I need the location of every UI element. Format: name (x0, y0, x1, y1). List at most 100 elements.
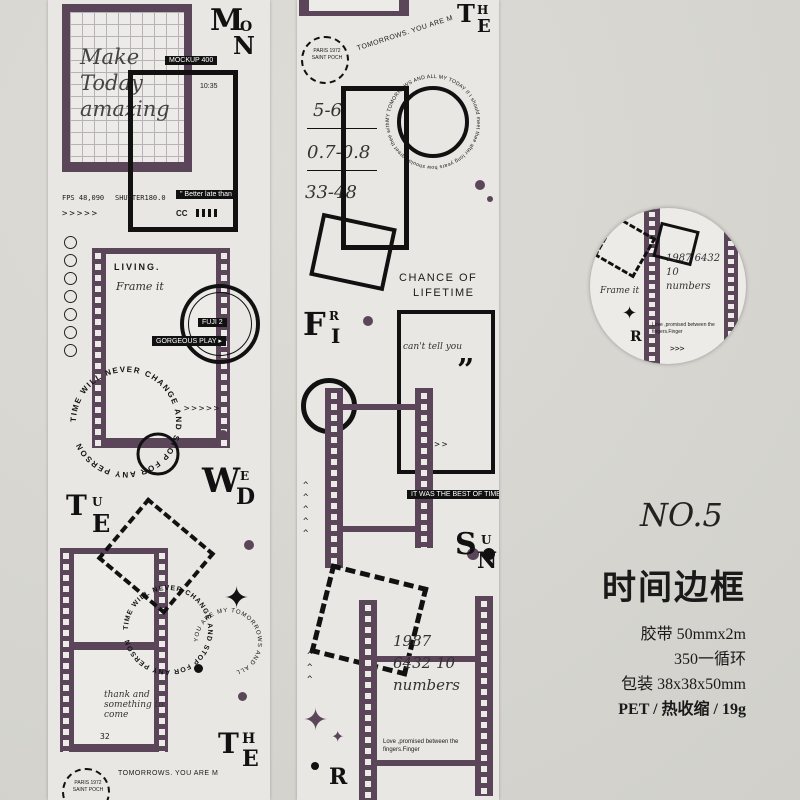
sparkle-icon: ✦ (224, 582, 250, 615)
letter-i-fri: I (331, 324, 341, 348)
fps-label: FPS 48,090 (62, 194, 105, 202)
chevron-arrows-2: ^^^ (307, 651, 313, 685)
svg-text:TIME WILL NEVER CHANGE AND STO: TIME WILL NEVER CHANGE AND STOP FOR ANY … (69, 365, 183, 479)
shutter-label: SHUTTER180.0 (115, 194, 166, 202)
circle-text-a: TIME WILL NEVER CHANGE AND STOP FOR ANY … (69, 365, 182, 479)
barcode-mark (196, 209, 218, 217)
dot-purple-7 (467, 548, 479, 560)
roll-love-text: Love ,promised between the fingers.Finge… (652, 322, 715, 335)
tomorrows-text-bottom: TOMORROWS. YOU ARE M (118, 770, 219, 777)
dot-purple-1 (218, 430, 228, 440)
black-rect-frame (128, 70, 238, 232)
dot-purple-6 (363, 316, 373, 326)
svg-text:YOU ARE MY TOMORROWS AND ALL: YOU ARE MY TOMORROWS AND ALL (194, 608, 262, 675)
dot-purple-2 (244, 540, 254, 550)
film-strip-vertical-1 (325, 388, 343, 568)
circular-text-stamp-b: TIME WILL NEVER CHANGE AND STOP FOR ANY … (123, 585, 212, 675)
letter-u-sun: U (481, 533, 492, 547)
purple-bar-horiz-2 (341, 526, 417, 532)
frame-number: 32 (100, 732, 110, 741)
letter-n-sun: N (477, 548, 498, 574)
letter-n: N (233, 31, 255, 60)
dot-purple-5 (487, 196, 493, 202)
letter-t-the: T (218, 727, 239, 760)
sparkle-icon-2: ✦ (303, 704, 329, 737)
paris-stamp-top: PARIS 1972 SAINT POCH (301, 36, 349, 84)
roll-arrows: >>> (670, 344, 685, 353)
arrows-label-3: >>> (427, 440, 450, 450)
dot-black-1 (194, 664, 203, 673)
paris-stamp-bottom: PARIS 1972 SAINT POCH (62, 768, 110, 800)
sparkle-icon-3: ✦ (331, 729, 345, 746)
roll-hand-text: Frame it (600, 286, 640, 296)
product-spec-3: 包装 38x38x50mm (621, 676, 746, 693)
double-ring-circle (180, 284, 260, 364)
product-title: 时间边框 (602, 570, 746, 607)
film-strip-frame-lower (60, 548, 168, 752)
letter-o: O (240, 19, 253, 35)
roll-film-strip-2 (724, 228, 738, 348)
fuji-tag: FUJI 2 (198, 318, 227, 327)
hand-text-you: can't tell you (403, 342, 463, 352)
letter-e-the2: E (477, 16, 491, 37)
hand-text-lower: thank and something to come (104, 690, 164, 720)
love-text: Love ,promised between the fingers.Finge… (383, 739, 459, 753)
letter-r-bottom: R (329, 764, 348, 790)
roll-hand-numbers: 1987 6432 10 numbers (666, 253, 721, 292)
dot-black-2 (483, 548, 495, 560)
mockup-tag: MOCKUP 400 (165, 56, 218, 65)
purple-grid-frame (62, 4, 192, 172)
circle-text-c: YOU ARE MY TOMORROWS AND ALL (194, 608, 261, 675)
letter-h-the2: H (477, 3, 489, 17)
better-late-tag: " Better late than (176, 190, 236, 199)
letter-e-tue: E (92, 509, 111, 538)
circular-poem-stamp: MY TOMORROWS AND ALL MY TODAY If I shoul… (373, 62, 481, 170)
dot-purple-4 (475, 180, 485, 190)
tomorrows-text-top: TOMORROWS. YOU ARE M (356, 14, 455, 53)
film-strip-vertical-3 (359, 600, 377, 800)
letter-u-tue: U (92, 495, 103, 509)
best-of-time-tag: IT WAS THE BEST OF TIME. (407, 490, 499, 499)
cc-label: CC (176, 209, 188, 218)
living-hand-text: Frame it (116, 280, 164, 293)
tape-strip-left: Make Today amazing MOCKUP 400 10:35 " Be… (48, 0, 270, 800)
tape-strip-middle: T H E PARIS 1972 SAINT POCH TOMORROWS. Y… (297, 0, 499, 800)
product-spec-1: 胶带 50mmx2m (640, 626, 746, 643)
letter-m: M (210, 3, 244, 38)
dot-black-3 (311, 762, 319, 770)
arrows-label-1: >>>>> (62, 209, 100, 219)
letter-f-fri: F (303, 305, 326, 343)
letter-t-the2: T (457, 0, 475, 28)
roll-film-strip (644, 208, 660, 364)
roll-sparkle-icon: ✦ (622, 303, 638, 323)
letter-t-tue: T (66, 489, 87, 522)
letter-w-wed: W (202, 461, 241, 501)
arrows-label-2: >>>>> (184, 404, 222, 414)
letter-s-sun: S (455, 527, 477, 562)
circular-text-stamp-c: YOU ARE MY TOMORROWS AND ALL (194, 608, 262, 675)
film-strip-vertical-4 (475, 596, 493, 796)
tape-roll-preview: 1987 6432 10 numbers Frame it Love ,prom… (590, 208, 746, 364)
dot-purple-3 (238, 692, 247, 701)
black-rect-frame-2 (341, 86, 409, 250)
chevron-arrows: ^^^^^ (303, 481, 309, 539)
living-label: LIVING. (114, 262, 161, 272)
time-label: 10:35 (200, 83, 218, 90)
film-strip-vertical-2 (415, 388, 433, 548)
chance-line-2: LIFETIME (413, 287, 475, 299)
letter-r-fri: R (329, 309, 339, 323)
product-number: NO.5 (640, 496, 723, 534)
product-spec-2: 350一循环 (673, 651, 746, 668)
purple-bar-horiz-3 (375, 656, 475, 662)
quote-mark: ” (457, 353, 475, 388)
circle-dots-column (64, 236, 77, 362)
purple-bar-horiz-1 (341, 404, 417, 410)
roll-letter-r: R (630, 329, 642, 345)
chance-line-1: CHANCE OF (399, 272, 478, 284)
circular-text-stamp-a: TIME WILL NEVER CHANGE AND STOP FOR ANY … (69, 365, 183, 479)
letter-e-the: E (242, 746, 259, 772)
purple-bar-top (299, 0, 409, 16)
gorgeous-tag: GORGEOUS PLAY ▸ (152, 336, 226, 346)
letter-d-wed: D (236, 484, 256, 510)
product-spec-4: PET / 热收缩 / 19g (618, 701, 746, 718)
